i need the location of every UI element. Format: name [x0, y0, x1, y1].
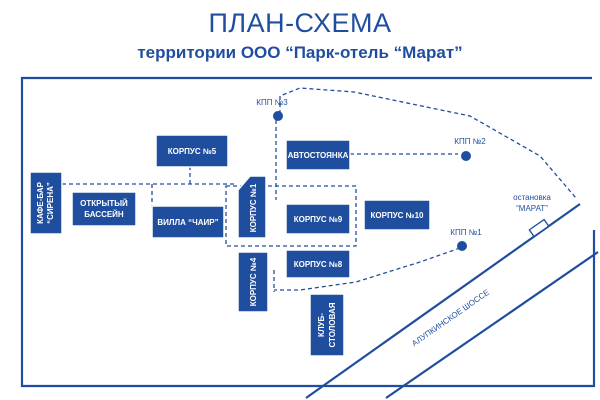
stop-label-line1: остановка — [513, 193, 551, 202]
bus-stop-icon — [528, 218, 550, 238]
page-title: ПЛАН-СХЕМА — [208, 8, 392, 38]
korpus1-label: КОРПУС №1 — [249, 183, 258, 232]
villa-label: ВИЛЛА “ЧАИР” — [157, 218, 218, 227]
avtostoyanka-label: АВТОСТОЯНКА — [288, 151, 349, 160]
road-edge-lower — [385, 251, 599, 399]
path-central-loop — [225, 185, 357, 247]
korpus9-label: КОРПУС №9 — [294, 215, 343, 224]
checkpoint-kpp2[interactable]: КПП №2 — [454, 137, 486, 161]
korpus10-label: КОРПУС №10 — [371, 211, 425, 220]
bassein-label-line1: ОТКРЫТЫЙ — [80, 199, 128, 208]
klub-label-line1: КЛУБ- — [317, 313, 326, 337]
bus-stop[interactable]: остановка “МАРАТ” — [513, 193, 551, 238]
building-korpus10[interactable]: КОРПУС №10 — [363, 199, 431, 231]
path-kpp3-to-stop — [279, 87, 577, 199]
building-villa[interactable]: ВИЛЛА “ЧАИР” — [151, 205, 225, 239]
building-korpus8[interactable]: КОРПУС №8 — [285, 249, 351, 279]
kpp1-label: КПП №1 — [450, 228, 482, 237]
checkpoint-kpp1[interactable]: КПП №1 — [450, 228, 482, 251]
page-subtitle: территории ООО “Парк-отель “Марат” — [137, 43, 463, 62]
kafe-bar-label-line2: “СИРЕНА” — [46, 182, 55, 224]
building-kafe-bar[interactable]: КАФЕ-БАР “СИРЕНА” — [29, 171, 63, 235]
korpus8-label: КОРПУС №8 — [294, 260, 343, 269]
stop-label-line2: “МАРАТ” — [516, 204, 548, 213]
building-bassein[interactable]: ОТКРЫТЫЙ БАССЕЙН — [71, 191, 137, 227]
kpp3-label: КПП №3 — [256, 98, 288, 107]
building-avtostoyanka[interactable]: АВТОСТОЯНКА — [285, 139, 351, 171]
kpp3-marker-icon — [273, 111, 283, 121]
building-korpus1[interactable]: КОРПУС №1 — [237, 175, 267, 239]
building-korpus9[interactable]: КОРПУС №9 — [285, 203, 351, 235]
building-korpus4[interactable]: КОРПУС №4 — [237, 251, 269, 313]
bassein-label-line2: БАССЕЙН — [84, 210, 124, 219]
kpp2-marker-icon — [461, 151, 471, 161]
korpus4-label: КОРПУС №4 — [249, 257, 258, 306]
kpp1-marker-icon — [457, 241, 467, 251]
territory-border — [20, 76, 596, 388]
path-kpp1-to-klub — [274, 247, 461, 291]
kpp2-label: КПП №2 — [454, 137, 486, 146]
building-korpus5[interactable]: КОРПУС №5 — [155, 134, 229, 168]
kafe-bar-label-line1: КАФЕ-БАР — [36, 181, 45, 224]
checkpoint-kpp3[interactable]: КПП №3 — [256, 98, 288, 121]
klub-label-line2: СТОЛОВАЯ — [328, 302, 337, 347]
paths — [62, 87, 577, 292]
korpus5-label: КОРПУС №5 — [168, 147, 217, 156]
building-klub-stolovaya[interactable]: КЛУБ- СТОЛОВАЯ — [309, 293, 345, 357]
